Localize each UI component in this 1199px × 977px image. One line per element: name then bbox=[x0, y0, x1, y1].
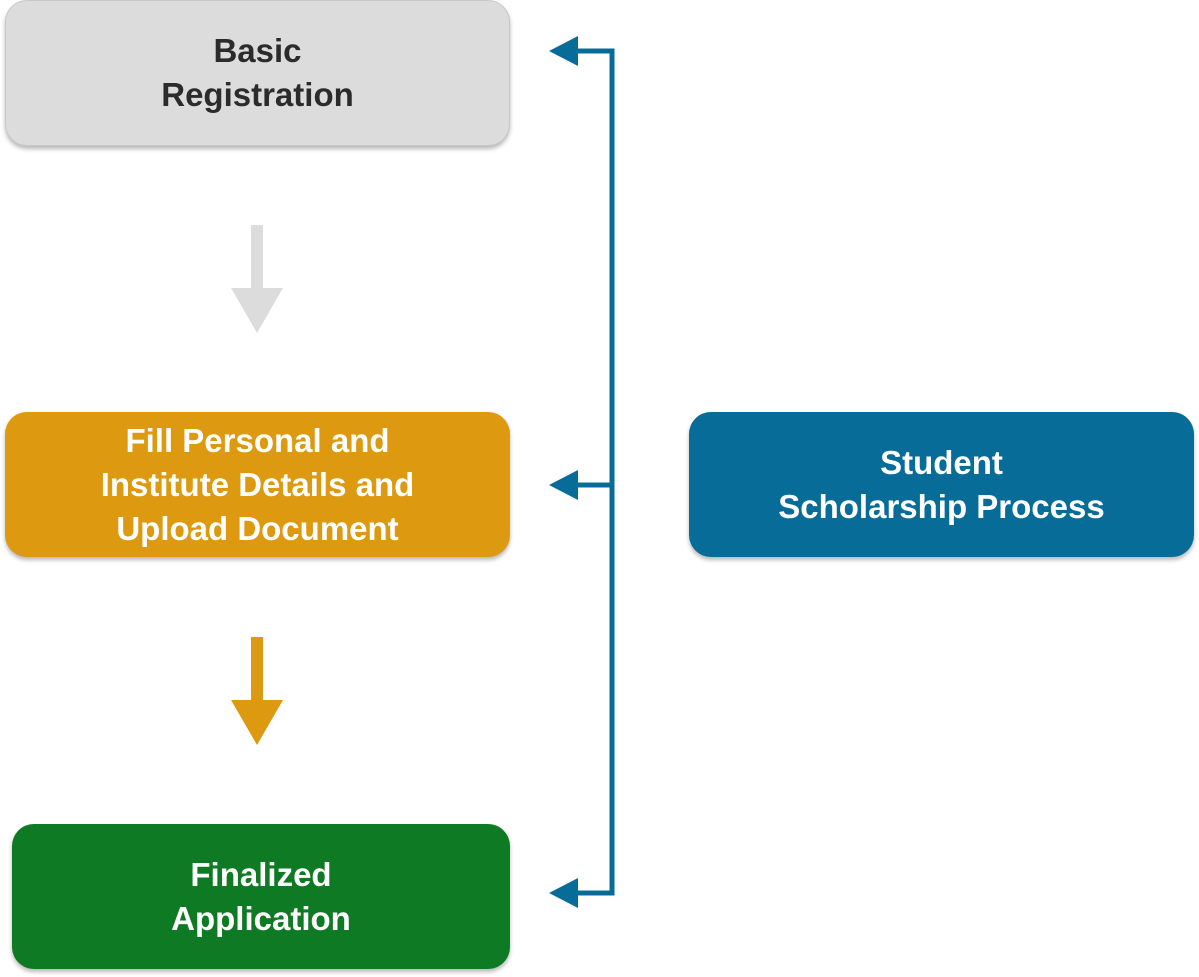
step-label-line: Institute Details and bbox=[100, 465, 415, 503]
arrow-basic-to-fill bbox=[231, 225, 283, 333]
step-basic-registration: Basic Registration bbox=[5, 0, 510, 146]
step-label-line: Finalized bbox=[190, 855, 332, 893]
step-label-line: Registration bbox=[161, 76, 354, 113]
process-label-line: Student bbox=[880, 443, 1003, 481]
bracket-connector bbox=[576, 48, 615, 896]
step-label-line: Application bbox=[171, 899, 351, 937]
step-finalized-application: Finalized Application bbox=[12, 824, 510, 969]
step-fill-details: Fill Personal and Institute Details and … bbox=[5, 412, 510, 557]
arrow-to-fill bbox=[549, 470, 578, 500]
arrow-to-final bbox=[549, 878, 578, 908]
process-title-box: Student Scholarship Process bbox=[689, 412, 1194, 557]
arrow-fill-to-final bbox=[231, 637, 283, 745]
step-label-line: Fill Personal and bbox=[125, 421, 390, 459]
step-label-line: Upload Document bbox=[116, 509, 399, 547]
step-label-line: Basic bbox=[213, 32, 302, 69]
arrow-to-basic bbox=[549, 36, 578, 66]
process-label-line: Scholarship Process bbox=[778, 487, 1105, 525]
